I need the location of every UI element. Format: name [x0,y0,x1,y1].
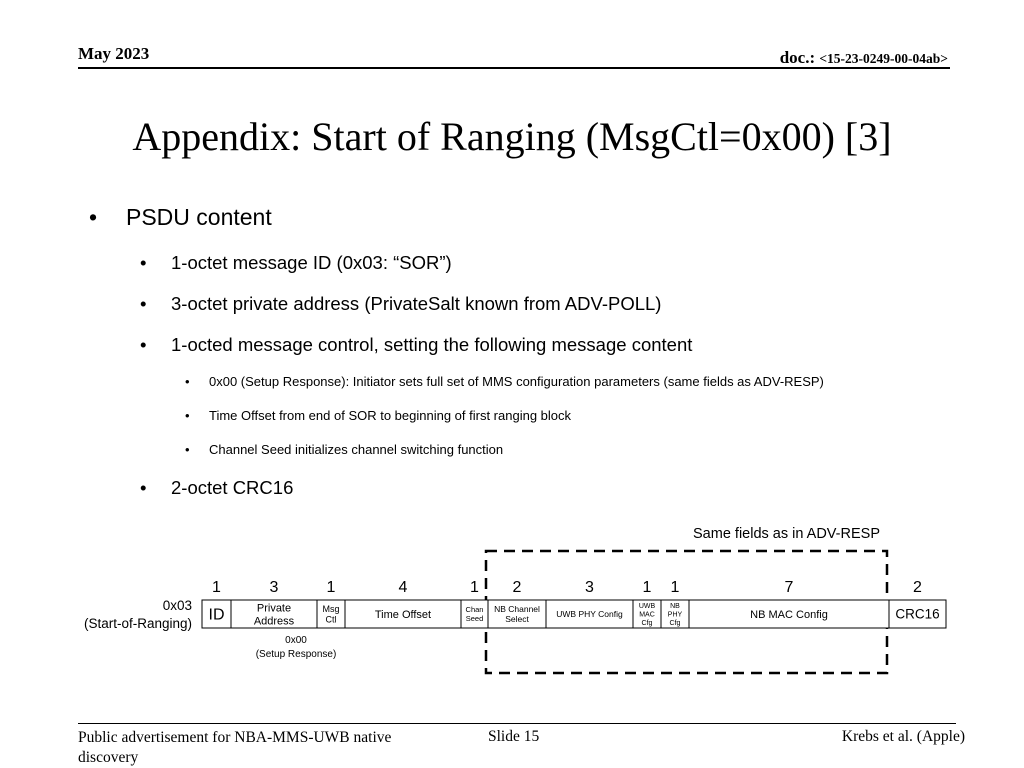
header-rule [78,67,950,69]
slide-title: Appendix: Start of Ranging (MsgCtl=0x00)… [132,114,892,159]
field-label: Seed [466,614,484,623]
bullet-text: 1-octet message ID (0x03: “SOR”) [171,252,452,273]
field-label: PHY [668,611,683,618]
field-label: NB MAC Config [750,609,828,621]
msgctl-name: (Setup Response) [256,649,337,660]
field-octet-count: 3 [585,579,594,596]
bullet-marker: • [140,252,147,273]
field-octet-count: 7 [785,579,794,596]
bullet-marker: • [89,204,98,230]
bullet-level2: • 3-octet private address (PrivateSalt k… [140,293,662,315]
header-doc-prefix: doc.: [779,48,820,67]
dashed-box-label: Same fields as in ADV-RESP [693,526,880,542]
field-label: Msg [322,604,339,614]
field-label: NB Channel [494,604,540,614]
bullet-level3: • Channel Seed initializes channel switc… [185,442,504,457]
header-date: May 2023 [78,44,150,63]
field-label: Select [505,614,529,624]
bullet-level1: • PSDU content [89,204,272,231]
field-octet-count: 2 [913,579,922,596]
field-octet-count: 1 [470,579,479,596]
bullet-level3: • Time Offset from end of SOR to beginni… [185,408,572,423]
bullet-level2: • 1-octet message ID (0x03: “SOR”) [140,252,452,274]
field-label: CRC16 [895,607,939,622]
field-octet-count: 3 [270,579,279,596]
bullet-marker: • [185,374,190,389]
field-label: Ctl [326,615,337,625]
msgctl-value: 0x00 [285,635,307,646]
field-octet-count: 1 [643,579,652,596]
field-label: ID [209,607,225,624]
bullet-text: 3-octet private address (PrivateSalt kno… [171,293,662,314]
field-label: Time Offset [375,609,431,621]
field-label: Chan [466,605,484,614]
footer-left: Public advertisement for NBA-MMS-UWB nat… [78,729,392,766]
message-id-name: (Start-of-Ranging) [84,616,192,631]
field-label: Cfg [642,620,653,627]
field-octet-count: 1 [327,579,336,596]
field-label: Address [254,615,295,627]
field-octet-count: 1 [212,579,221,596]
bullet-text: 0x00 (Setup Response): Initiator sets fu… [209,374,824,389]
field-octet-count: 1 [671,579,680,596]
adv-resp-dashed-box [484,549,889,675]
header-doc-id: doc.: <15-23-0249-00-04ab> [780,48,948,68]
bullet-marker: • [185,408,190,423]
bullet-text: 2-octet CRC16 [171,477,294,498]
field-label: UWB PHY Config [556,609,623,619]
field-label: Cfg [670,620,681,627]
footer-rule [78,723,956,724]
footer-author: Krebs et al. (Apple) [841,728,965,745]
bullet-marker: • [185,442,190,457]
bullet-level2: • 2-octet CRC16 [140,477,294,499]
footer-slide-number: Slide 15 [488,728,540,745]
bullet-text: PSDU content [126,204,272,230]
field-label: NB [670,603,680,610]
field-label: Private [257,602,291,614]
field-octet-count: 2 [513,579,522,596]
bullet-marker: • [140,477,147,498]
bullet-level3: • 0x00 (Setup Response): Initiator sets … [185,374,824,389]
field-label: UWB [639,603,656,610]
field-label: MAC [639,611,655,618]
header-doc-number: <15-23-0249-00-04ab> [819,51,948,66]
field-octet-count: 4 [399,579,408,596]
bullet-level2: • 1-octed message control, setting the f… [140,334,693,356]
message-id-value: 0x03 [163,598,192,613]
bullet-text: Time Offset from end of SOR to beginning… [209,408,572,423]
bullet-text: 1-octed message control, setting the fol… [171,334,693,355]
frame-outline [201,599,947,629]
bullet-marker: • [140,293,147,314]
bullet-marker: • [140,334,147,355]
bullet-text: Channel Seed initializes channel switchi… [209,442,504,457]
